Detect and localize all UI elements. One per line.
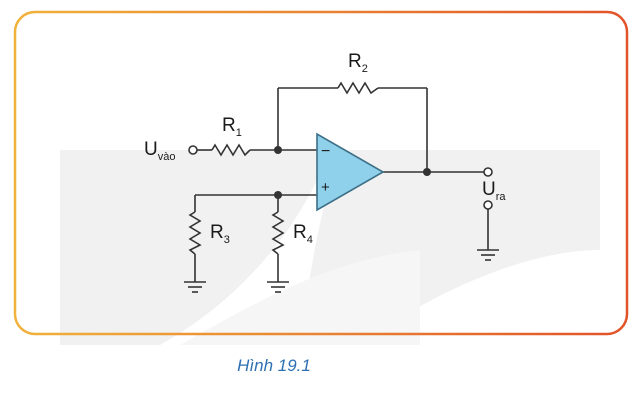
output-terminal-top <box>483 167 493 177</box>
circuit-wires <box>194 87 489 282</box>
junction-dots <box>274 146 431 199</box>
resistor-r2 <box>337 81 379 95</box>
opamp-inverting-sign: − <box>321 143 330 160</box>
resistor-r1 <box>211 143 251 157</box>
resistor-r3 <box>188 211 202 255</box>
r2-label: R2 <box>348 51 368 75</box>
opamp-triangle <box>316 132 385 212</box>
figure-frame <box>13 10 629 336</box>
r4-label: R4 <box>293 222 313 246</box>
input-voltage-label: Uvào <box>144 139 175 163</box>
ground-symbol-output <box>477 249 499 261</box>
figure-caption: Hình 19.1 <box>237 356 311 375</box>
output-terminal-bottom <box>483 200 493 210</box>
ground-symbol-r4 <box>267 281 289 293</box>
opamp-non-inverting-sign: + <box>321 179 330 196</box>
ground-symbol-r3 <box>184 281 206 293</box>
resistor-r4 <box>271 211 285 255</box>
r1-label: R1 <box>222 115 242 139</box>
r3-label: R3 <box>210 222 230 246</box>
input-terminal <box>188 145 198 155</box>
output-voltage-label: Ura <box>482 179 506 203</box>
